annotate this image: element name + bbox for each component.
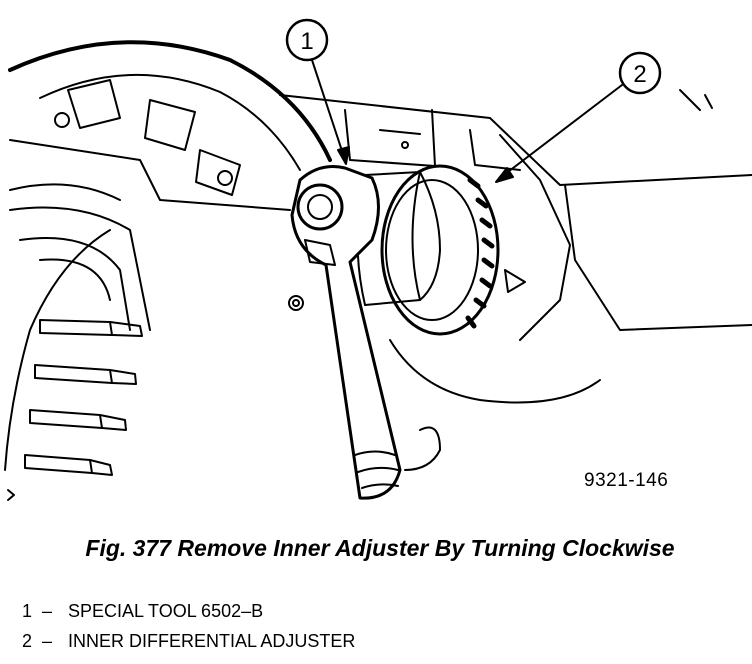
special-tool-wrench (290, 165, 402, 500)
legend-item-label: SPECIAL TOOL 6502–B (68, 601, 264, 621)
legend-item-number: 1 (22, 601, 33, 621)
figure-caption: Fig. 377 Remove Inner Adjuster By Turnin… (85, 535, 675, 561)
callout-1: 1 (285, 18, 350, 165)
legend-item-number: 2 (22, 631, 33, 651)
legend: 1 – SPECIAL TOOL 6502–B 2 – INNER DIFFER… (22, 596, 355, 656)
legend-item: 1 – SPECIAL TOOL 6502–B (22, 596, 355, 626)
callout-2-number: 2 (633, 61, 646, 88)
housing-outline (8, 40, 332, 311)
case-body (279, 89, 752, 471)
legend-item-dash: – (42, 601, 53, 621)
callout-2: 2 (495, 51, 662, 183)
callout-1-number: 1 (300, 28, 313, 55)
inner-differential-adjuster (380, 164, 500, 336)
clutch-drum (4, 139, 291, 501)
legend-item-dash: – (42, 631, 53, 651)
figure-code: 9321-146 (584, 470, 669, 491)
legend-item: 2 – INNER DIFFERENTIAL ADJUSTER (22, 626, 355, 656)
technical-illustration: 1 2 (4, 18, 752, 501)
legend-item-label: INNER DIFFERENTIAL ADJUSTER (68, 631, 356, 651)
